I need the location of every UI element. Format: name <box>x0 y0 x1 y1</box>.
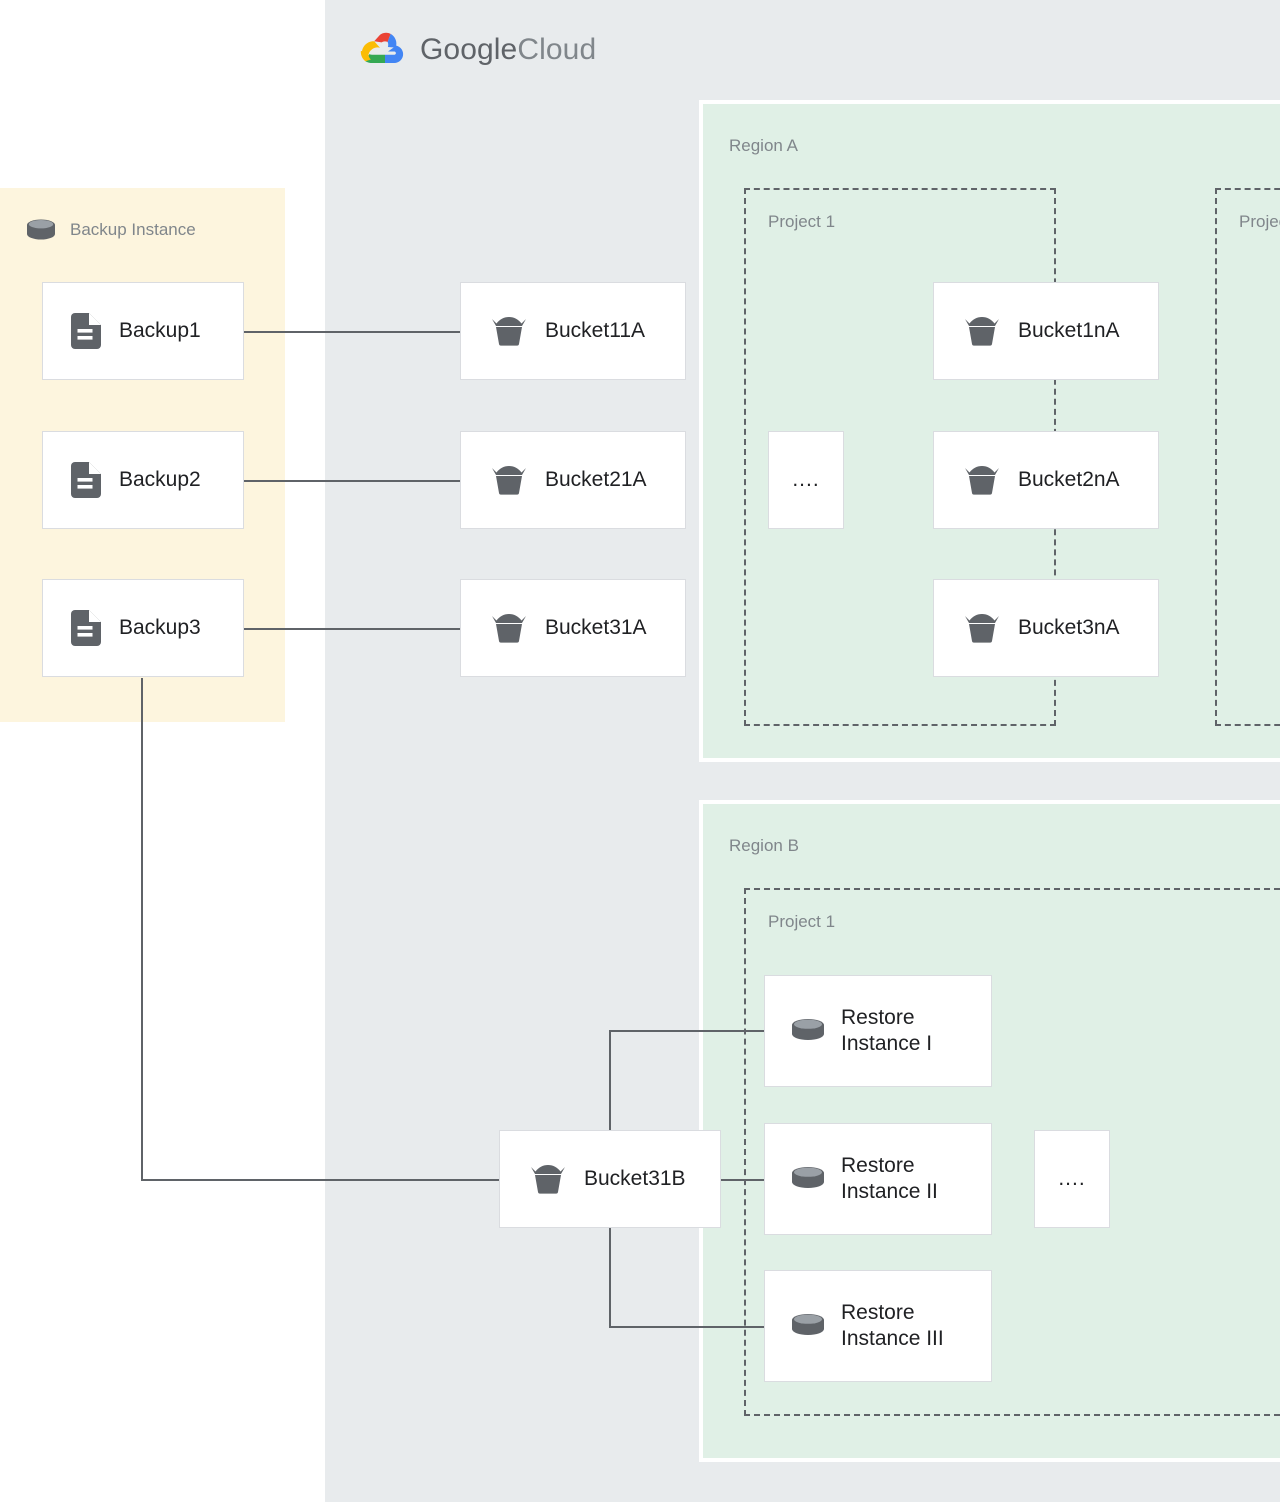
project-1-region-b: Project 1 <box>744 888 1280 1416</box>
bucket-icon <box>964 612 1000 644</box>
bucket-icon <box>530 1163 566 1195</box>
bucket-node-1na[interactable]: Bucket1nA <box>933 282 1159 380</box>
database-icon <box>791 1017 825 1045</box>
bucket-icon <box>491 612 527 644</box>
backup-node-2[interactable]: Backup2 <box>42 431 244 529</box>
bucket-node-label: Bucket1nA <box>1018 319 1120 343</box>
backup-instance-header: Backup Instance <box>26 218 196 242</box>
ellipsis-label: .... <box>1058 1167 1086 1191</box>
restore-instance-label: Restore Instance II <box>841 1154 938 1203</box>
connector-bucket31b-restore3-vertical <box>609 1228 611 1328</box>
backup-node-label: Backup1 <box>119 319 201 343</box>
bucket-node-31a[interactable]: Bucket31A <box>460 579 686 677</box>
connector-bucket31b-restore1-horizontal <box>609 1030 765 1032</box>
bucket-node-3na[interactable]: Bucket3nA <box>933 579 1159 677</box>
restore-instance-node-2[interactable]: Restore Instance II <box>764 1123 992 1235</box>
brand-name-cloud: Cloud <box>517 33 597 66</box>
brand-name-google: Google <box>420 33 518 66</box>
bucket-node-11a[interactable]: Bucket11A <box>460 282 686 380</box>
bucket-node-label: Bucket21A <box>545 468 647 492</box>
restore-instance-label: Restore Instance I <box>841 1006 933 1055</box>
bucket-node-label: Bucket2nA <box>1018 468 1120 492</box>
restore-instance-node-3[interactable]: Restore Instance III <box>764 1270 992 1382</box>
region-a-label: Region A <box>729 136 798 155</box>
bucket-node-2na[interactable]: Bucket2nA <box>933 431 1159 529</box>
backup-node-1[interactable]: Backup1 <box>42 282 244 380</box>
restore-instance-label: Restore Instance III <box>841 1301 944 1350</box>
ellipsis-card-region-b: .... <box>1034 1130 1110 1228</box>
document-icon <box>71 462 101 498</box>
connector-backup3-bucket31a <box>244 628 461 630</box>
bucket-icon <box>491 464 527 496</box>
project-1-label-region-b: Project 1 <box>768 912 836 931</box>
document-icon <box>71 610 101 646</box>
project-1-label: Project 1 <box>768 212 836 231</box>
ellipsis-card-region-a: .... <box>768 431 844 529</box>
database-icon <box>791 1312 825 1340</box>
connector-bucket31b-restore3-horizontal <box>609 1326 765 1328</box>
document-icon <box>71 313 101 349</box>
backup-node-label: Backup2 <box>119 468 201 492</box>
database-icon <box>791 1165 825 1193</box>
backup-instance-title: Backup Instance <box>70 220 196 239</box>
bucket-node-21a[interactable]: Bucket21A <box>460 431 686 529</box>
connector-backup2-bucket21a <box>244 480 461 482</box>
restore-instance-node-1[interactable]: Restore Instance I <box>764 975 992 1087</box>
bucket-icon <box>964 464 1000 496</box>
ellipsis-label: .... <box>792 468 820 492</box>
connector-bucket31b-restore2-horizontal <box>720 1179 765 1181</box>
bucket-node-label: Bucket31B <box>584 1167 686 1191</box>
project-n-region-a: Project n <box>1215 188 1280 726</box>
connector-backup1-bucket11a <box>244 331 461 333</box>
google-cloud-wordmark: GoogleCloud <box>420 33 596 67</box>
database-icon <box>26 218 56 242</box>
connector-bucket31b-restore1-vertical <box>609 1030 611 1130</box>
bucket-node-label: Bucket3nA <box>1018 616 1120 640</box>
connector-backup3-bucket31b-horizontal <box>141 1179 502 1181</box>
bucket-icon <box>491 315 527 347</box>
google-cloud-logo-icon <box>360 30 406 70</box>
backup-node-3[interactable]: Backup3 <box>42 579 244 677</box>
region-b-label: Region B <box>729 836 799 855</box>
project-n-label: Project n <box>1239 212 1280 231</box>
bucket-node-31b[interactable]: Bucket31B <box>499 1130 721 1228</box>
connector-backup3-bucket31b-vertical <box>141 678 143 1181</box>
bucket-node-label: Bucket11A <box>545 319 646 343</box>
google-cloud-brand: GoogleCloud <box>360 30 596 70</box>
bucket-icon <box>964 315 1000 347</box>
bucket-node-label: Bucket31A <box>545 616 647 640</box>
backup-node-label: Backup3 <box>119 616 201 640</box>
